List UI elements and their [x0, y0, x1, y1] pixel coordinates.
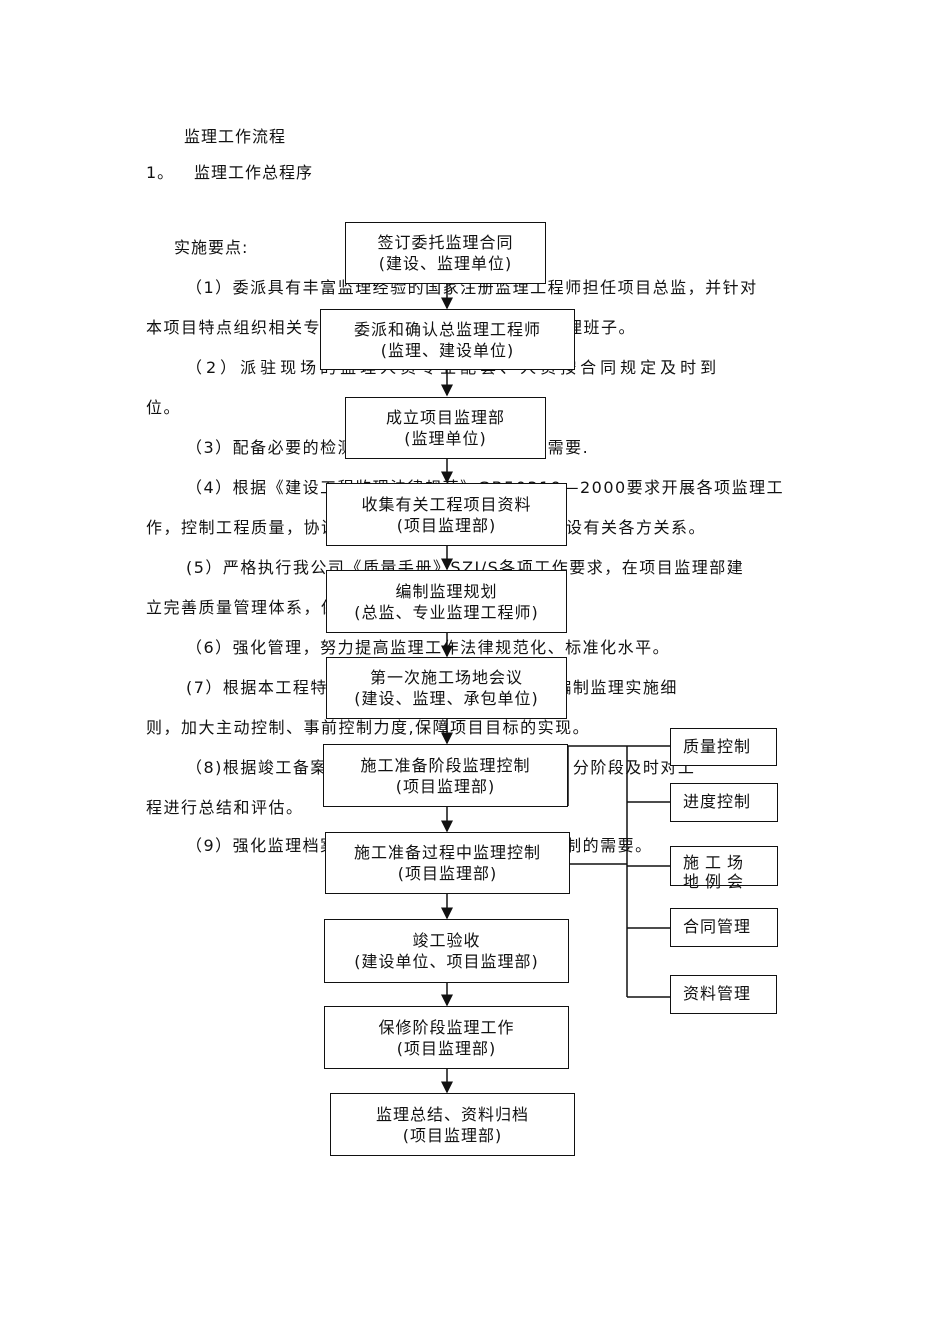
flow-step-warranty-work: 保修阶段监理工作 (项目监理部) — [324, 1006, 569, 1069]
header-title: 监理工作流程 — [184, 127, 287, 146]
flow-step-setup-department: 成立项目监理部 (监理单位) — [345, 397, 546, 459]
flow-step-title: 施工准备阶段监理控制 — [360, 755, 531, 775]
flow-step-sign-contract: 签订委托监理合同 (建设、监理单位) — [345, 222, 546, 284]
flow-step-sub: (项目监理部) — [396, 515, 497, 535]
flow-step-title: 监理总结、资料归档 — [375, 1104, 529, 1124]
flow-step-first-site-meeting: 第一次施工场地会议 (建设、监理、承包单位) — [326, 657, 567, 719]
flow-step-title: 签订委托监理合同 — [377, 233, 514, 252]
flow-step-summary-archive: 监理总结、资料归档 (项目监理部) — [330, 1093, 575, 1156]
flow-step-collect-data: 收集有关工程项目资料 (项目监理部) — [326, 483, 567, 546]
flow-step-sub: (项目监理部) — [395, 776, 496, 796]
paragraph-line: （6）强化管理，努力提高监理工作法律规范化、标准化水平。 — [186, 638, 671, 657]
paragraph-line: 则，加大主动控制、事前控制力度,保障项目目标的实现。 — [146, 718, 591, 737]
side-box-contract-management: 合同管理 — [670, 908, 778, 947]
flow-step-sub: (监理、建设单位) — [380, 340, 515, 360]
flow-step-title: 施工准备过程中监理控制 — [353, 843, 541, 862]
flow-step-title: 编制监理规划 — [395, 581, 498, 601]
flow-step-sub: (项目监理部) — [402, 1125, 503, 1145]
side-box-document-management: 资料管理 — [670, 975, 777, 1014]
section-number: 1。 — [146, 163, 175, 182]
paragraph-line: （1）委派具有丰富监理经验的国家注册监理工程师担任项目总监，并针对 — [186, 278, 758, 297]
flow-step-process-control: 施工准备过程中监理控制 (项目监理部) — [325, 832, 570, 894]
side-box-quality-control: 质量控制 — [670, 728, 777, 766]
flow-step-sub: (监理单位) — [404, 429, 487, 448]
side-box-site-meeting: 施工场地例会 — [670, 846, 778, 891]
flow-step-sub: (项目监理部) — [396, 1038, 497, 1058]
flow-step-sub: (建设、监理单位) — [378, 254, 513, 273]
paragraph-line: 程进行总结和评估。 — [146, 798, 304, 817]
flow-step-title: 第一次施工场地会议 — [369, 668, 523, 687]
flow-step-sub: (项目监理部) — [397, 864, 498, 883]
flow-step-title: 保修阶段监理工作 — [378, 1017, 515, 1037]
paragraph-line: (5）严格执行我公司《质量手册》SZJ/S各项工作要求，在项目监理部建 — [186, 558, 745, 577]
paragraph-line: 位。 — [146, 398, 182, 417]
section-title: 监理工作总程序 — [194, 163, 314, 182]
key-points-label: 实施要点: — [174, 238, 249, 257]
flow-step-preparation-control: 施工准备阶段监理控制 (项目监理部) — [323, 744, 568, 807]
flow-step-sub: (建设、监理、承包单位) — [354, 689, 539, 708]
flow-step-sub: (总监、专业监理工程师) — [354, 602, 539, 622]
flow-step-title: 收集有关工程项目资料 — [361, 494, 532, 514]
side-box-progress-control: 进度控制 — [670, 783, 778, 822]
flow-step-prepare-plan: 编制监理规划 (总监、专业监理工程师) — [326, 570, 567, 633]
flow-step-sub: (建设单位、项目监理部) — [354, 952, 539, 971]
flow-step-title: 竣工验收 — [412, 931, 481, 950]
flow-step-completion-acceptance: 竣工验收 (建设单位、项目监理部) — [324, 919, 569, 983]
flow-step-appoint-director: 委派和确认总监理工程师 (监理、建设单位) — [320, 309, 575, 370]
flow-step-title: 成立项目监理部 — [385, 408, 505, 427]
flow-step-title: 委派和确认总监理工程师 — [353, 319, 541, 339]
